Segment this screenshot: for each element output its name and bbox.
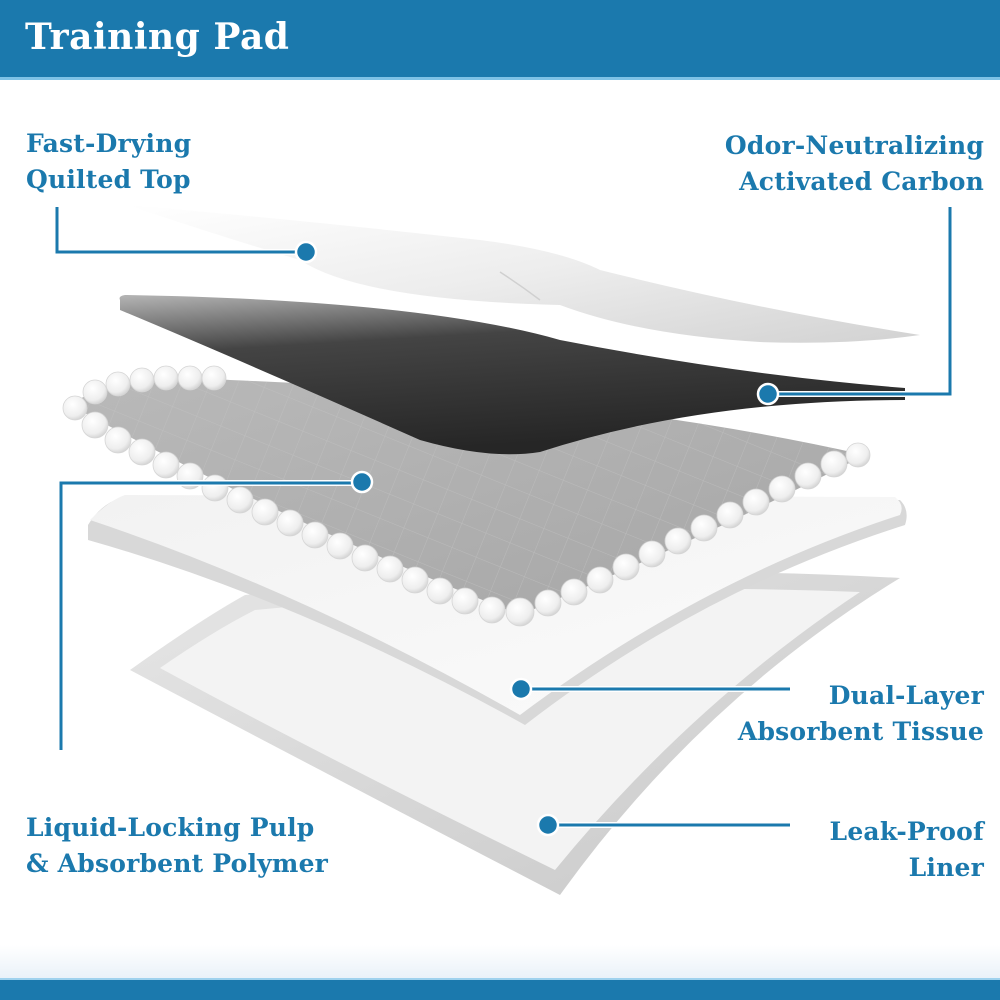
label-line: Liquid-Locking Pulp	[26, 813, 315, 842]
label-line: Fast-Drying	[26, 129, 192, 158]
label-pulp-polymer: Liquid-Locking Pulp & Absorbent Polymer	[26, 810, 328, 882]
label-line: Activated Carbon	[739, 167, 984, 196]
callout-top	[54, 207, 305, 255]
callout-dot-pulp	[350, 470, 374, 494]
footer-fade	[0, 945, 1000, 978]
label-line: Absorbent Tissue	[737, 717, 984, 746]
callout-dot-carbon	[756, 382, 780, 406]
footer-bar	[0, 978, 1000, 1000]
label-line: Quilted Top	[26, 165, 191, 194]
callout-pulp	[58, 480, 362, 750]
label-quilted-top: Fast-Drying Quilted Top	[26, 126, 191, 198]
liner-layer	[130, 571, 900, 895]
callout-dot-top	[294, 240, 318, 264]
label-line: Dual-Layer	[828, 681, 984, 710]
page-title: Training Pad	[25, 16, 290, 58]
label-leak-proof-liner: Leak-Proof Liner	[830, 814, 984, 886]
callout-carbon	[770, 207, 953, 397]
pulp-layer	[62, 365, 871, 627]
top-layer	[128, 205, 920, 343]
header-bar: Training Pad	[0, 0, 1000, 80]
label-activated-carbon: Odor-Neutralizing Activated Carbon	[725, 128, 984, 200]
callout-dot-liner	[536, 813, 560, 837]
label-line: Odor-Neutralizing	[724, 131, 984, 160]
label-line: Liner	[908, 853, 984, 882]
label-line: & Absorbent Polymer	[26, 849, 329, 878]
label-line: Leak-Proof	[829, 817, 984, 846]
carbon-layer	[119, 295, 906, 455]
label-absorbent-tissue: Dual-Layer Absorbent Tissue	[738, 678, 984, 750]
callout-dot-tissue	[509, 677, 533, 701]
